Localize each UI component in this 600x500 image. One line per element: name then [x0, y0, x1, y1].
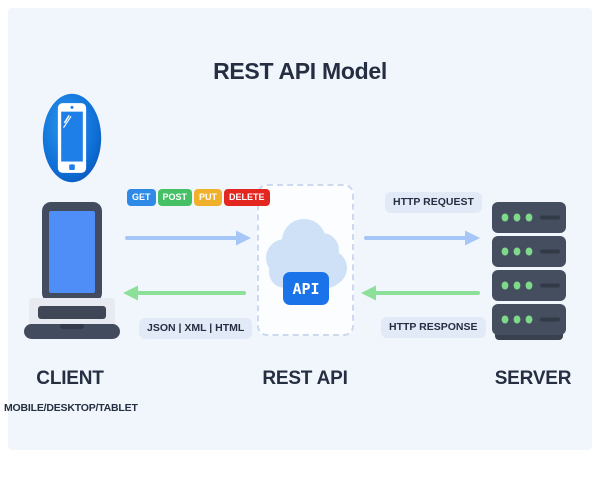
get-badge: GET: [127, 189, 156, 206]
api-badge-text: API: [292, 280, 319, 298]
mobile-icon: [42, 93, 102, 183]
server-rack-icon: [492, 202, 566, 340]
diagram-title: REST API Model: [213, 58, 387, 84]
http-response-label: HTTP RESPONSE: [381, 317, 486, 338]
client-label: CLIENT: [36, 368, 104, 389]
http-request-label: HTTP REQUEST: [385, 192, 482, 213]
rest-api-label: REST API: [262, 368, 348, 389]
cloud-icon: API: [266, 219, 347, 305]
server-label: SERVER: [494, 368, 572, 389]
laptop-icon: [24, 202, 120, 339]
rest-api-box: API: [257, 184, 354, 336]
put-badge: PUT: [194, 189, 223, 206]
response-formats-label: JSON | XML | HTML: [139, 318, 253, 339]
http-method-badges: GET POST PUT DELETE: [127, 189, 270, 206]
client-sublabel: MOBILE/DESKTOP/TABLET: [4, 402, 138, 414]
post-badge: POST: [157, 189, 193, 206]
delete-badge: DELETE: [224, 189, 270, 206]
